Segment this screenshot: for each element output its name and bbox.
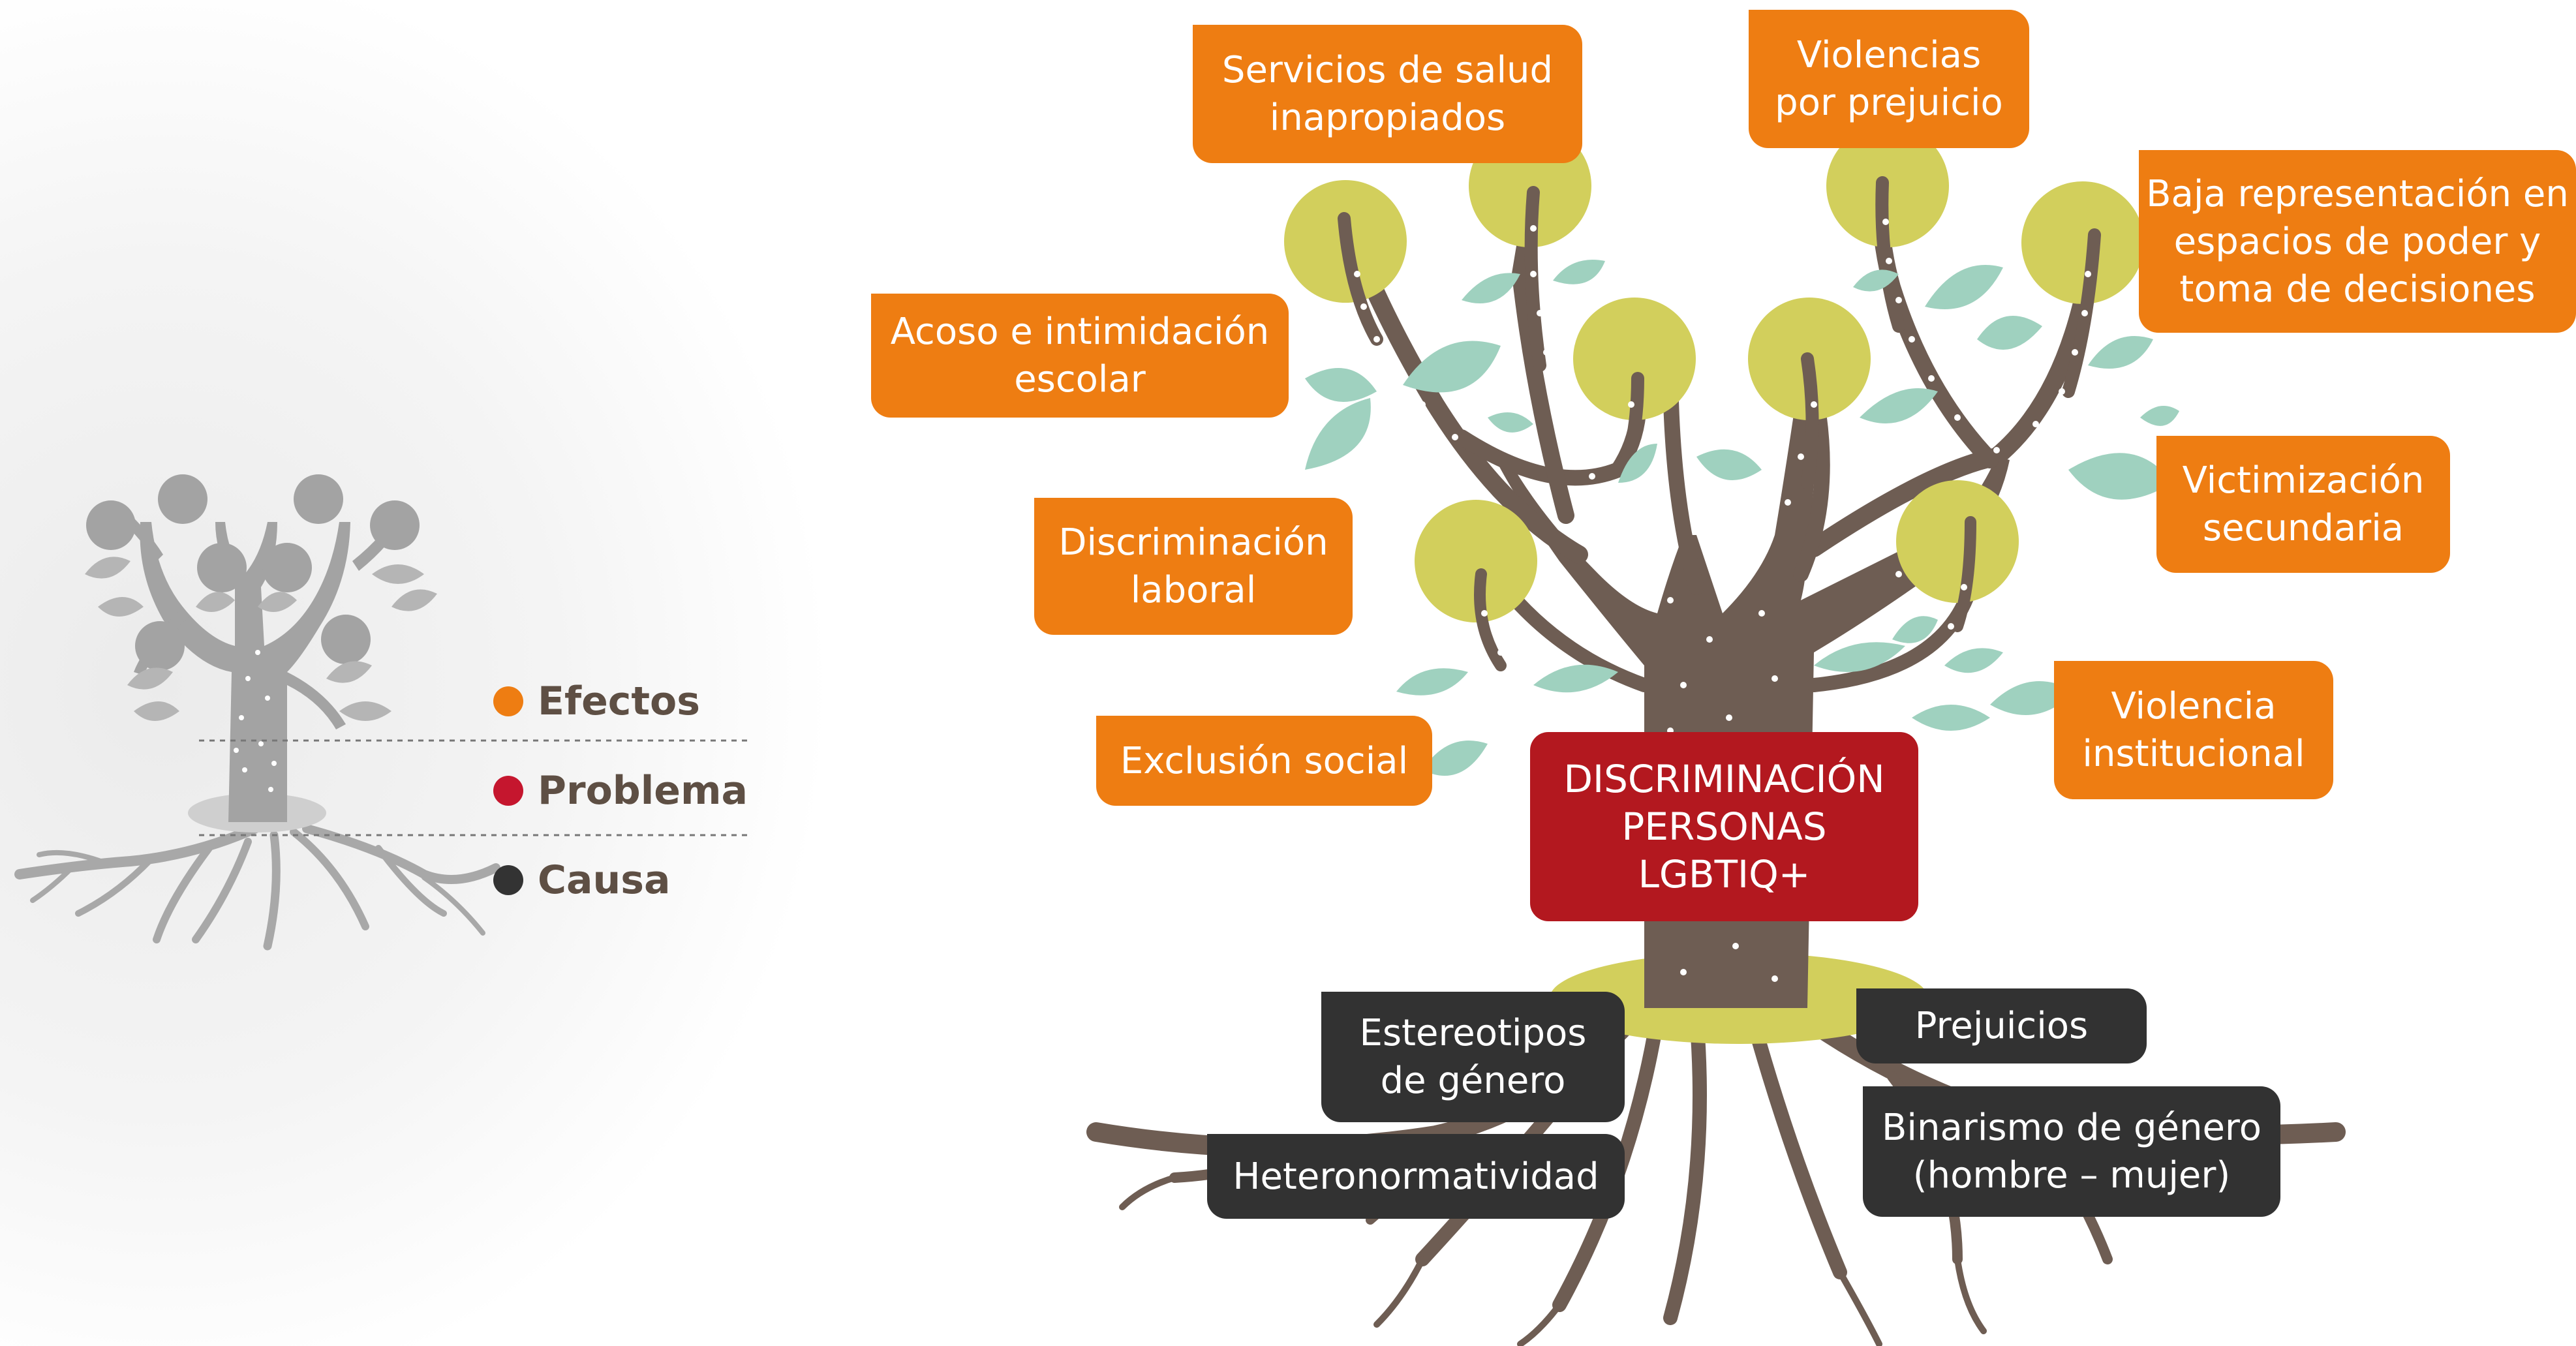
effect-health-services: Servicios de salud inapropiados xyxy=(1193,25,1582,163)
legend-problem-dot xyxy=(493,776,523,806)
effect-labor-discrimination: Discriminación laboral xyxy=(1034,498,1353,635)
effect-school-bullying: Acoso e intimidación escolar xyxy=(871,294,1289,418)
legend-cause-dot xyxy=(493,865,523,895)
cause-heteronormativity: Heteronormatividad xyxy=(1207,1134,1625,1219)
effect-institutional-violence: Violencia institucional xyxy=(2054,661,2333,799)
legend-problem-label: Problema xyxy=(538,768,748,814)
legend-problem: Problema xyxy=(493,768,748,814)
legend-cause-label: Causa xyxy=(538,857,671,903)
effect-prejudice-violence: Violencias por prejuicio xyxy=(1749,10,2029,148)
effect-low-representation: Baja representación en espacios de poder… xyxy=(2139,150,2576,333)
effect-social-exclusion: Exclusión social xyxy=(1096,716,1432,806)
legend-cause: Causa xyxy=(493,857,670,903)
cause-prejudices: Prejuicios xyxy=(1856,988,2147,1063)
effect-secondary-victimization: Victimización secundaria xyxy=(2156,436,2450,573)
legend-effects-label: Efectos xyxy=(538,679,700,724)
cause-gender-stereotypes: Estereotipos de género xyxy=(1321,992,1625,1122)
problem-box: DISCRIMINACIÓN PERSONAS LGBTIQ+ xyxy=(1530,732,1918,921)
legend-effects: Efectos xyxy=(493,679,700,724)
legend-effects-dot xyxy=(493,686,523,716)
cause-gender-binarism: Binarismo de género (hombre – mujer) xyxy=(1863,1086,2280,1217)
